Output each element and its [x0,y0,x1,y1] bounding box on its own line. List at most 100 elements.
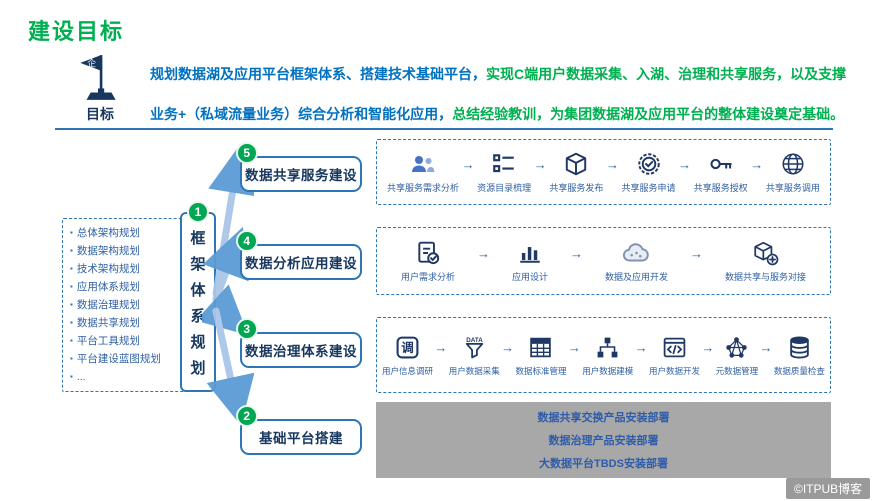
bar-chart-icon [517,239,543,267]
goal-text-line2: 业务+（私域流量业务）综合分析和智能化应用，总结经验教训，为集团数据湖及应用平台… [150,104,850,124]
list-item-label: 数据共享规划 [76,317,140,329]
stage-box-platform: 2 基础平台搭建 [236,405,362,455]
flow-step: 数据标准管理 [515,334,566,377]
arrow-right-icon: → [533,156,547,172]
database-icon [787,334,812,362]
flow-step: 元数据管理 [715,334,759,377]
arrow-right-icon: → [569,245,583,261]
flow-step: 资源目录梳理 [477,150,531,194]
list-item-label: 应用体系规划 [76,281,140,293]
arrow-right-icon: → [759,339,773,355]
bullet-icon: ▪ [70,336,73,345]
flow-step-label: 应用设计 [511,272,548,282]
flow-chart-icon [595,334,620,362]
flow-step-label: 共享服务需求分析 [387,183,460,193]
step-number-badge: 2 [236,405,258,427]
data-funnel-icon: DATA [462,334,487,362]
list-item: ▪平台工具规划 [70,332,184,350]
stage-box-governance: 3 数据治理体系建设 [236,318,362,368]
flow-step: 共享服务需求分析 [387,150,459,194]
list-item-label: ... [76,371,86,383]
code-icon [662,334,687,362]
list-item: ▪应用体系规划 [70,278,184,296]
stage-box-sharing: 5 数据共享服务建设 [236,142,362,192]
deployment-line: 数据共享交换产品安装部署 [537,412,670,424]
cube-plus-icon [752,239,779,267]
step-number-badge: 3 [236,318,258,340]
step-number-badge: 4 [236,230,258,252]
flow-step-label: 用户信息调研 [382,365,434,376]
arrow-right-icon: → [567,339,581,355]
page-title: 建设目标 [28,19,125,44]
stage-connector-arrows [202,144,254,426]
bullet-icon: ▪ [70,228,73,237]
header-divider [55,128,833,130]
flow-step: 应用设计 [512,239,548,283]
flow-step-label: 共享服务申请 [621,183,676,193]
bullet-icon: ▪ [70,372,73,381]
checklist-icon [491,150,517,178]
flow-step: 共享服务申请 [622,150,676,194]
flow-step: 调 用户信息调研 [382,334,433,377]
flow-step-label: 共享服务发布 [549,183,604,193]
flow-step-label: 数据标准管理 [515,365,567,376]
list-item: ▪数据共享规划 [70,314,184,332]
planning-list-panel: ▪总体架构规划 ▪数据架构规划 ▪技术架构规划 ▪应用体系规划 ▪数据治理规划 … [62,218,192,392]
flow-step-label: 用户数据采集 [448,365,500,376]
goal-text-segment: 业务+（私域流量业务）综合分析和智能化应用， [150,106,453,122]
list-item: ▪... [70,368,184,386]
deployment-panel: 数据共享交换产品安装部署 数据治理产品安装部署 大数据平台TBDS安装部署 [376,402,831,478]
key-icon [708,150,734,178]
bullet-icon: ▪ [70,264,73,273]
arrow-right-icon: → [678,156,692,172]
flow-step: 数据共享与服务对接 [725,239,806,283]
list-item-label: 总体架构规划 [76,227,140,239]
goal-label: 目标 [86,106,114,122]
flow-step-label: 元数据管理 [715,365,759,376]
arrow-right-icon: → [434,339,448,355]
stage-label: 数据共享服务建设 [245,168,357,183]
table-icon [528,334,553,362]
flow-step: 用户需求分析 [401,239,455,283]
sharing-flow-panel: 共享服务需求分析 → 资源目录梳理 → 共享服务发布 → [376,139,831,205]
arrow-right-icon: → [477,245,490,261]
goal-text-segment: 规划数据湖及应用平台框架体系、搭建技术基础平台， [150,66,486,82]
network-icon [724,334,749,362]
goal-text-line1: 规划数据湖及应用平台框架体系、搭建技术基础平台，实现C端用户数据采集、入湖、治理… [150,64,850,84]
badge-check-icon [636,150,662,178]
flow-step-label: 数据及应用开发 [604,272,668,282]
deployment-line: 大数据平台TBDS安装部署 [539,458,668,470]
arrow-right-icon: → [689,245,703,261]
list-item: ▪技术架构规划 [70,260,184,278]
arrow-right-icon: → [461,156,475,172]
flow-step: DATA 用户数据采集 [449,334,500,377]
flow-step: 用户数据开发 [649,334,700,377]
stage-box-analysis: 4 数据分析应用建设 [236,230,362,280]
arrow-right-icon: → [634,339,648,355]
doc-check-icon [415,239,441,267]
stage-label: 基础平台搭建 [259,431,343,446]
goal-flag-icon: 企 [80,55,116,100]
svg-text:DATA: DATA [466,337,483,344]
goal-text-segment: 总结经验教训，为集团数据湖及应用平台的整体建设奠定基础。 [452,106,845,122]
arrow-right-icon: → [605,156,619,172]
flow-step-label: 用户数据开发 [648,365,700,376]
list-item-label: 数据架构规划 [76,245,140,257]
framework-label: 框架体系规划 [190,230,206,377]
cloud-icon [621,239,651,267]
arrow-right-icon: → [701,339,715,355]
flow-step: 数据质量检查 [774,334,825,377]
bullet-icon: ▪ [70,300,73,309]
step-number-badge: 1 [187,201,209,223]
flow-step: 数据及应用开发 [605,239,668,283]
svg-text:调: 调 [401,341,414,355]
list-item-label: 平台工具规划 [76,335,140,347]
flow-step-label: 资源目录梳理 [477,183,532,193]
flow-step-label: 共享服务调用 [765,183,820,193]
svg-text:企: 企 [87,57,96,68]
arrow-right-icon: → [750,156,764,172]
list-item: ▪总体架构规划 [70,224,184,242]
flow-step: 共享服务授权 [694,150,748,194]
globe-icon [780,150,806,178]
